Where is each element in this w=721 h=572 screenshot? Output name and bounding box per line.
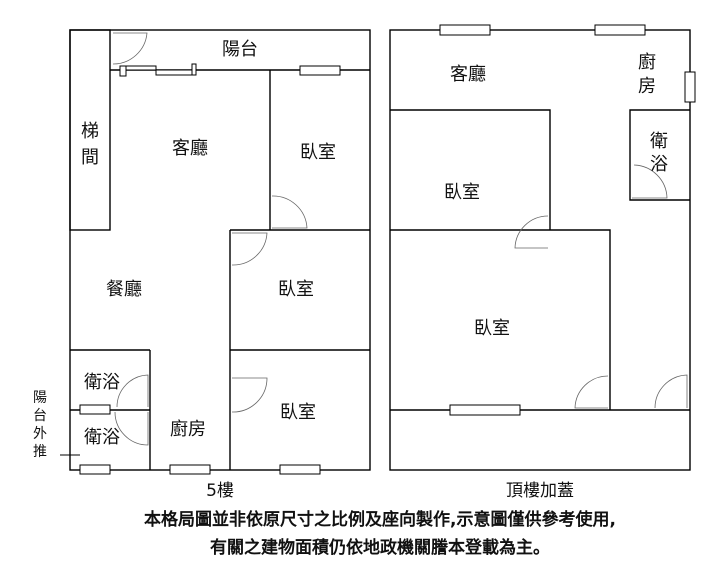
door-swing	[654, 374, 688, 409]
door-swing	[231, 232, 268, 266]
door-swing	[271, 195, 308, 229]
floor5-caption: 5樓	[206, 481, 234, 501]
balcony-extension-label: 台	[33, 408, 47, 424]
window	[191, 63, 197, 76]
window	[155, 69, 197, 76]
room-label-bedroom: 臥室	[280, 402, 316, 423]
room-label-bedroom: 臥室	[474, 318, 510, 339]
stair-wall	[69, 29, 111, 231]
floor5-plan: 陽台 梯 間 客廳 臥室 餐廳 臥室 衛浴 衛浴 廚房 臥室 陽 台 外 推 5…	[33, 29, 371, 501]
disclaimer-line-2: 有關之建物面積仍依地政機關謄本登載為主。	[210, 537, 550, 558]
room-label-bath: 衛浴	[84, 427, 120, 448]
room-label-living: 客廳	[172, 138, 208, 159]
rooftop-caption: 頂樓加蓋	[506, 481, 574, 501]
room-label-bedroom: 臥室	[278, 279, 314, 300]
rooftop-bath-wall	[629, 109, 690, 201]
room-label-balcony: 陽台	[222, 39, 258, 60]
rooftop-plan: 客廳 廚 房 衛 浴 臥室 臥室 頂樓加蓋	[389, 24, 696, 501]
door-swing	[632, 164, 668, 199]
window	[439, 24, 491, 36]
window	[79, 464, 111, 475]
room-label-bath: 衛浴	[84, 372, 120, 393]
window	[169, 464, 211, 475]
window	[119, 65, 127, 77]
window	[449, 404, 521, 416]
room-label-dining: 餐廳	[106, 279, 142, 300]
room-label-kitchen: 房	[638, 76, 656, 97]
window	[79, 404, 111, 415]
room-label-bedroom: 臥室	[300, 142, 336, 163]
room-label-stair: 間	[81, 147, 99, 168]
room-label-bedroom: 臥室	[444, 182, 480, 203]
room-label-kitchen: 廚	[638, 51, 656, 73]
window	[684, 71, 696, 103]
window	[299, 65, 341, 76]
room-label-stair: 梯	[81, 121, 99, 142]
window	[594, 24, 646, 36]
disclaimer-line-1: 本格局圖並非依原尺寸之比例及座向製作,示意圖僅供參考使用,	[144, 509, 616, 530]
bedroom-b-wall	[390, 229, 611, 410]
window	[279, 464, 321, 475]
balcony-extension-label: 外	[33, 426, 47, 442]
room-label-bath: 浴	[650, 154, 668, 175]
bedroom-a-wall	[390, 109, 551, 230]
room-label-living: 客廳	[450, 64, 486, 85]
door-swing	[574, 375, 609, 409]
window	[125, 65, 157, 71]
floor5-outer-wall	[69, 29, 371, 471]
balcony-extension-label: 推	[33, 444, 47, 460]
door-swing	[114, 411, 149, 446]
door-swing	[231, 377, 268, 413]
room-label-kitchen: 廚房	[170, 418, 206, 440]
door-swing	[514, 215, 549, 249]
door-swing	[112, 32, 148, 65]
door-swing	[116, 374, 149, 408]
balcony-extension-label: 陽	[33, 390, 47, 406]
room-label-bath: 衛	[650, 131, 668, 152]
rooftop-outer-wall	[389, 29, 691, 471]
